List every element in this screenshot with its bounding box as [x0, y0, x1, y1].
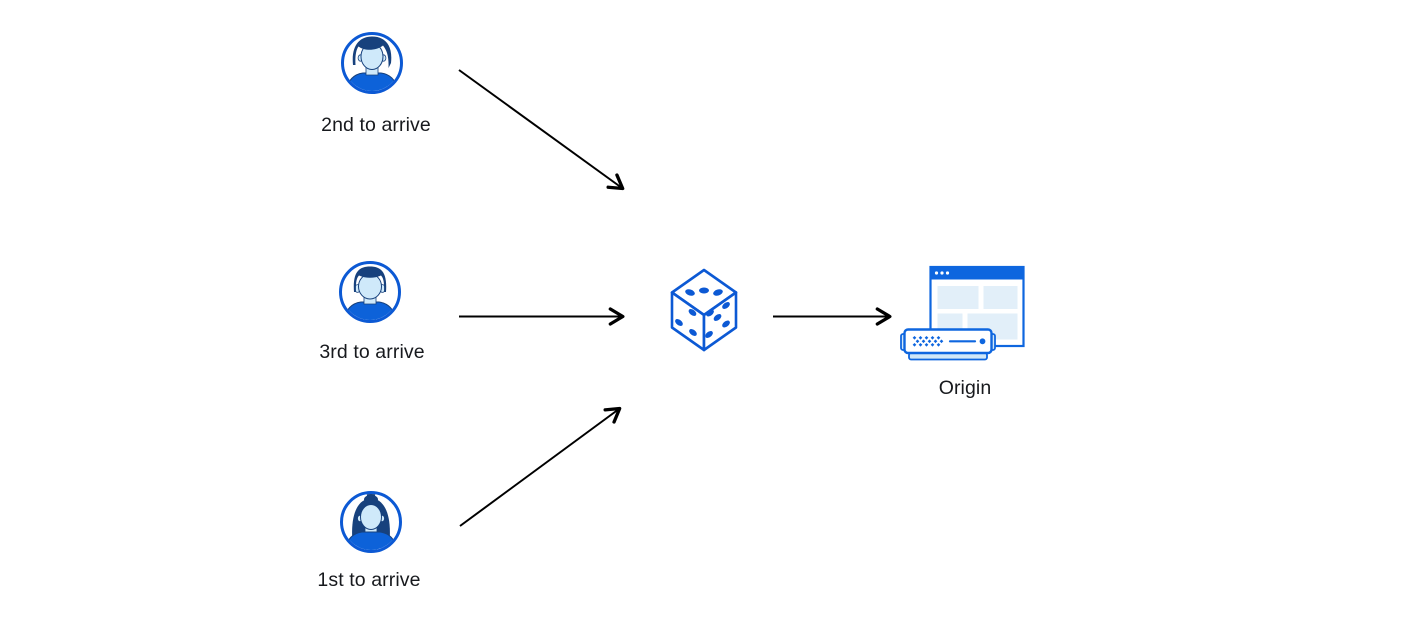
dice-icon — [670, 268, 738, 352]
origin-server-browser-icon — [900, 265, 1025, 361]
arrow-visitor-first-to-dice — [459, 406, 622, 527]
arrow-visitor-second-to-dice — [458, 69, 625, 191]
node-visitor-second — [340, 31, 404, 100]
visitor-second-label: 2nd to arrive — [321, 114, 431, 136]
male-avatar-flattop-hair-icon — [339, 261, 401, 323]
male-avatar-swoop-hair-icon — [341, 32, 403, 94]
node-origin — [898, 264, 1028, 369]
node-visitor-third — [338, 260, 402, 329]
visitor-third-label: 3rd to arrive — [319, 341, 425, 363]
female-avatar-bun-hair-icon — [340, 491, 402, 553]
node-randomizer — [666, 266, 742, 357]
origin-label: Origin — [938, 377, 992, 399]
node-visitor-first — [339, 490, 403, 559]
visitor-first-label: 1st to arrive — [317, 569, 421, 591]
